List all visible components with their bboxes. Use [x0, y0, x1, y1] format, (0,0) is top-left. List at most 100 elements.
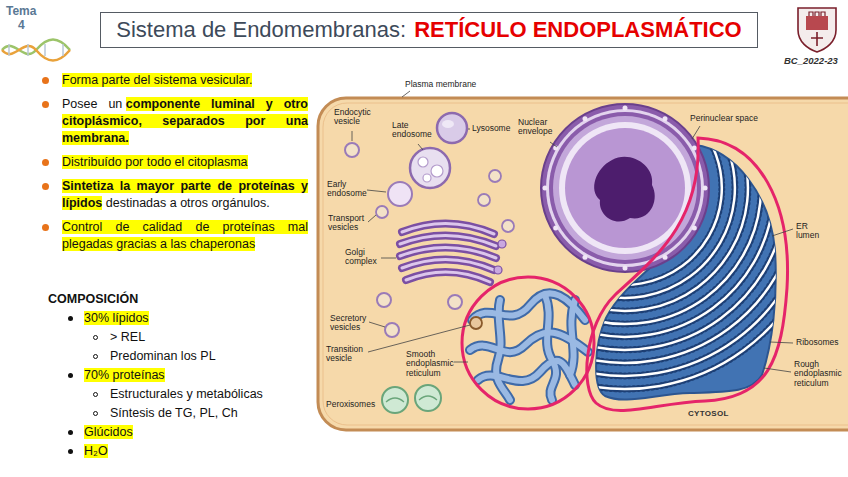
part-label: Golgi complex [345, 248, 377, 267]
nuclear-pore [692, 146, 697, 151]
text-block: Estructurales y metabólicas [110, 385, 308, 403]
leader-line [368, 325, 470, 352]
golgi-lumen [406, 272, 490, 282]
smooth-er-lumen [496, 300, 510, 400]
title-box: Sistema de Endomembranas:RETÍCULO ENDOPL… [100, 12, 758, 48]
golgi-cisterna [406, 272, 490, 282]
transport-vesicle [376, 206, 388, 218]
lysosome [437, 113, 467, 143]
bullet-dot [42, 159, 49, 166]
bullet-text: Forma parte del sistema vesicular. [62, 73, 252, 87]
bullet-dot [42, 77, 49, 84]
helix-rung [27, 44, 29, 56]
text-block: 30% lípidos [84, 309, 308, 327]
hollow-bullet [93, 335, 98, 340]
leader-lines [352, 91, 793, 372]
nuclear-pores [543, 106, 708, 271]
part-label: Transition vesicle [326, 345, 363, 364]
sub-item: Estructurales y metabólicas [110, 387, 263, 401]
peroxisome-core [386, 398, 404, 402]
bullet-dot [68, 373, 73, 378]
course-tag: BC_2022-23 [784, 56, 838, 66]
helix-strand [2, 46, 70, 61]
nuclear-pore [623, 106, 628, 111]
part-label: Peroxisomes [326, 400, 375, 409]
bullet-dot [42, 183, 49, 190]
hollow-bullet [93, 392, 98, 397]
list-item: H₂O [84, 444, 108, 458]
peroxisome-core [419, 396, 437, 400]
nuclear-pore [583, 255, 588, 260]
golgi-vesicle [494, 266, 502, 274]
highlight-outline [587, 138, 788, 410]
text-block: COMPOSICIÓN [48, 290, 308, 308]
text-block: 70% proteínas [84, 366, 308, 384]
transport-vesicle [478, 194, 490, 206]
lysosome-highlight [442, 120, 454, 128]
leader-line [692, 126, 700, 139]
hollow-bullet [93, 354, 98, 359]
er-lumen-line [513, 24, 800, 363]
smooth-er [470, 293, 588, 400]
part-label: Ribosomes [796, 338, 839, 347]
leader-line [764, 368, 791, 372]
transition-vesicle [470, 317, 482, 329]
bullet-dot [68, 449, 73, 454]
smooth-er-tubule [570, 300, 575, 375]
secretory-vesicle [448, 295, 462, 309]
bullet-text: Posee un [62, 97, 122, 111]
text-block: Sintetiza la mayor parte de proteínas y … [62, 178, 308, 212]
rough-er-cisternae [496, 0, 826, 389]
inner-membrane [549, 112, 701, 264]
leader-line [381, 258, 396, 259]
peroxisome [382, 387, 408, 413]
golgi-lumen [402, 223, 494, 234]
part-label: Smooth endoplasmic reticulum [406, 350, 454, 378]
secretory-vesicle [377, 293, 391, 307]
bullet-text: Distribuído por todo el citoplasma [62, 155, 248, 169]
er-lumen-line [521, 36, 787, 350]
sub-item: > REL [110, 330, 145, 344]
endosome-vesicle [418, 157, 428, 167]
endosome-vesicle [423, 174, 431, 182]
leader-line [352, 131, 353, 141]
text-block: H₂O [84, 442, 308, 460]
text-block: > REL [110, 328, 308, 346]
text-block: Forma parte del sistema vesicular. [62, 72, 308, 89]
ribosome-row [513, 24, 800, 363]
golgi-lumen [400, 247, 496, 258]
transport-vesicle [502, 220, 514, 232]
nuclear-pore [583, 116, 588, 121]
leader-line [368, 215, 376, 222]
er-lumen-line [529, 48, 774, 337]
nuclear-pore [663, 116, 668, 121]
title-highlight: RETÍCULO ENDOPLASMÁTICO [414, 18, 742, 42]
part-label: Nuclear envelope [518, 118, 553, 137]
golgi-lumen [402, 259, 494, 270]
leader-line [369, 322, 385, 327]
ribosome-row [538, 60, 761, 324]
part-label: Plasma membrane [405, 80, 476, 89]
bullet-dot [42, 101, 49, 108]
early-endosome [388, 182, 412, 206]
part-label: Perinuclear space [690, 114, 758, 123]
list-item: Glúcidos [84, 425, 133, 439]
er-lumen-line [496, 0, 826, 389]
nucleoplasm [553, 116, 697, 260]
section-heading: COMPOSICIÓN [48, 292, 138, 306]
crest-tower [809, 12, 825, 16]
list-item: 30% lípidos [84, 311, 149, 325]
smooth-er-lumen [570, 300, 575, 375]
sub-item: Predominan los PL [110, 349, 216, 363]
crest-cross [811, 32, 823, 46]
list-item: 70% proteínas [84, 368, 165, 382]
secretory-vesicle [385, 323, 399, 337]
part-label: Lysosome [472, 124, 510, 133]
sub-item: Síntesis de TG, PL, Ch [110, 406, 238, 420]
leader-line [772, 229, 793, 236]
peroxisome [415, 385, 441, 411]
ribosome-row [496, 0, 826, 389]
nuclear-pore [553, 226, 558, 231]
smooth-er-lumen [478, 361, 575, 385]
chromatin [565, 128, 685, 248]
